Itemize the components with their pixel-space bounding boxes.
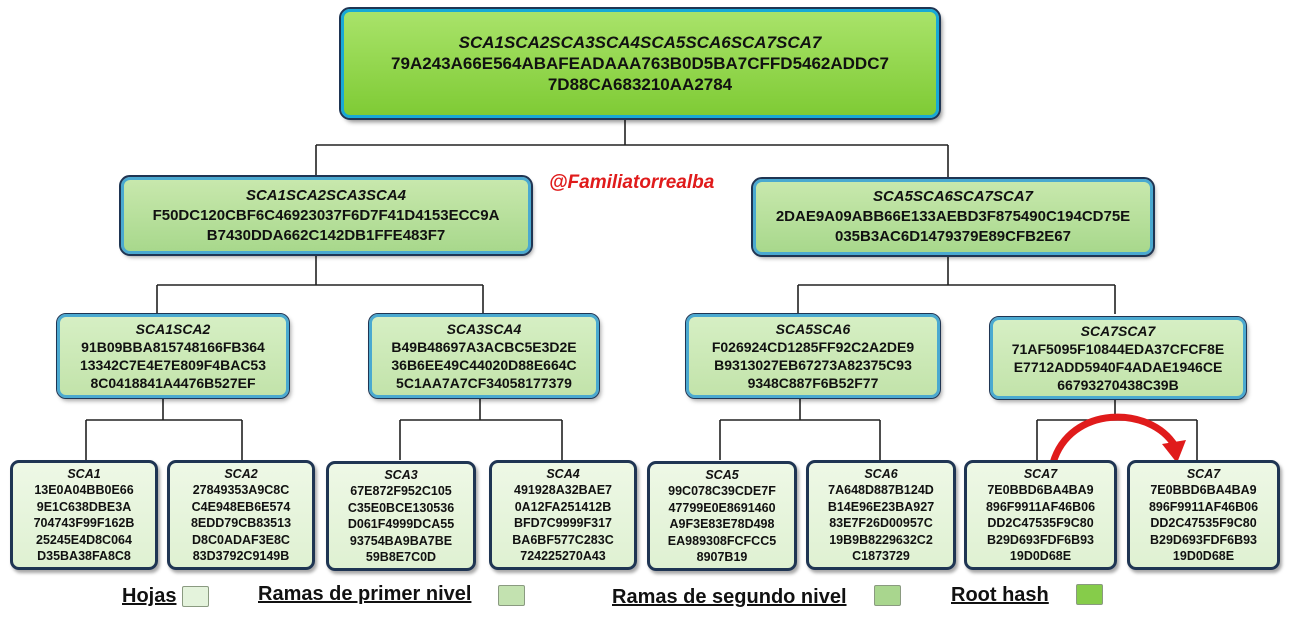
leaf-title: SCA7 <box>1023 466 1058 481</box>
legend-label-second-level: Ramas de segundo nivel <box>612 586 847 608</box>
branch-title: SCA3SCA4 <box>446 321 522 337</box>
legend-label-hojas: Hojas <box>122 585 177 607</box>
branch-hash-line: 36B6EE49C44020D88E664C <box>391 357 577 373</box>
leaf-hash-line: 19B9B8229632C2 <box>829 532 933 547</box>
root-hash-node: SCA1SCA2SCA3SCA4SCA5SCA6SCA7SCA7 79A243A… <box>339 7 941 120</box>
leaf-hash-line: C35E0BCE130536 <box>347 500 455 515</box>
leaf-node-duplicate: SCA7 7E0BBD6BA4BA9 896F9911AF46B06 DD2C4… <box>1127 460 1280 570</box>
leaf-hash-line: 83E7F26D00957C <box>829 516 933 530</box>
branch-title: SCA5SCA6SCA7SCA7 <box>872 188 1034 205</box>
leaf-hash-line: 7E0BBD6BA4BA9 <box>987 483 1094 497</box>
leaf-hash-line: 99C078C39CDE7F <box>668 484 776 498</box>
root-hash-line: 79A243A66E564ABAFEADAAA763B0D5BA7CFFD546… <box>391 54 889 73</box>
leaf-node: SCA4 491928A32BAE7 0A12FA251412B BFD7C99… <box>489 460 637 570</box>
branch-hash-line: 66793270438C39B <box>1057 377 1179 393</box>
leaf-node: SCA1 13E0A04BB0E66 9E1C638DBE3A 704743F9… <box>10 460 158 570</box>
leaf-hash-line: 8EDD79CB83513 <box>190 516 292 530</box>
leaf-hash-line: D8C0ADAF3E8C <box>192 532 290 547</box>
leaf-hash-line: D35BA38FA8C8 <box>37 549 131 563</box>
leaf-hash-line: 7E0BBD6BA4BA9 <box>1150 483 1257 497</box>
branch-hash-line: 13342C7E4E7E809F4BAC53 <box>79 357 266 373</box>
branch-hash-line: F50DC120CBF6C46923037F6D7F41D4153ECC9A <box>152 206 500 224</box>
branch-hash-line: 2DAE9A09ABB66E133AEBD3F875490C194CD75E <box>775 208 1131 225</box>
legend-swatch-root-hash <box>1076 584 1103 605</box>
legend-swatch-hojas <box>182 586 209 607</box>
leaf-hash-line: C4E948EB6E574 <box>191 499 291 514</box>
leaf-node: SCA5 99C078C39CDE7F 47799E0E8691460 A9F3… <box>647 461 797 571</box>
branch-hash-line: E7712ADD5940F4ADAE1946CE <box>1013 359 1223 375</box>
duplicate-arrow-icon <box>1049 413 1186 467</box>
leaf-hash-line: 13E0A04BB0E66 <box>34 483 134 497</box>
leaf-hash-line: 25245E4D8C064 <box>36 532 132 547</box>
legend-label-root-hash: Root hash <box>951 584 1049 606</box>
leaf-node: SCA3 67E872F952C105 C35E0BCE130536 D061F… <box>326 461 476 571</box>
leaf-hash-line: 47799E0E8691460 <box>668 500 776 515</box>
leaf-hash-line: BA6BF577C283C <box>512 532 614 547</box>
leaf-node: SCA6 7A648D887B124D B14E96E23BA927 83E7F… <box>806 460 956 570</box>
leaf-title: SCA2 <box>224 466 258 481</box>
first-level-branch: SCA5SCA6SCA7SCA7 2DAE9A09ABB66E133AEBD3F… <box>751 177 1155 257</box>
leaf-hash-line: 8907B19 <box>696 550 748 564</box>
leaf-hash-line: 9E1C638DBE3A <box>36 499 132 514</box>
leaf-hash-line: 724225270A43 <box>520 549 606 563</box>
branch-title: SCA5SCA6 <box>775 321 851 337</box>
branch-hash-line: 035B3AC6D1479379E89CFB2E67 <box>835 228 1071 245</box>
leaf-hash-line: A9F3E83E78D498 <box>669 517 775 531</box>
leaf-hash-line: C1873729 <box>852 549 910 563</box>
second-level-branch: SCA1SCA2 91B09BBA815748166FB364 13342C7E… <box>56 313 290 399</box>
legend-swatch-first-level <box>498 585 525 606</box>
leaf-hash-line: 896F9911AF46B06 <box>985 499 1096 514</box>
leaf-title: SCA3 <box>384 467 418 482</box>
second-level-branch: SCA3SCA4 B49B48697A3ACBC5E3D2E 36B6EE49C… <box>368 313 600 399</box>
branch-title: SCA1SCA2 <box>135 321 211 337</box>
root-hash-line: 7D88CA683210AA2784 <box>547 75 733 94</box>
leaf-hash-line: 7A648D887B124D <box>828 483 934 497</box>
leaf-hash-line: 27849353A9C8C <box>192 483 290 497</box>
leaf-hash-line: 93754BA9BA7BE <box>349 533 453 548</box>
leaf-hash-line: 67E872F952C105 <box>350 484 452 498</box>
leaf-title: SCA5 <box>705 467 739 482</box>
leaf-title: SCA1 <box>67 466 101 481</box>
leaf-hash-line: 896F9911AF46B06 <box>1148 499 1259 514</box>
leaf-hash-line: 491928A32BAE7 <box>514 483 612 497</box>
leaf-hash-line: EA989308FCFCC5 <box>667 533 777 548</box>
branch-hash-line: 91B09BBA815748166FB364 <box>81 339 265 355</box>
leaf-hash-line: 19D0D68E <box>1172 549 1235 563</box>
leaf-hash-line: D061F4999DCA55 <box>347 517 455 531</box>
root-title: SCA1SCA2SCA3SCA4SCA5SCA6SCA7SCA7 <box>458 33 822 52</box>
leaf-hash-line: 0A12FA251412B <box>514 499 612 514</box>
branch-hash-line: F026924CD1285FF92C2A2DE9 <box>711 339 915 355</box>
watermark: @Familiatorrealba <box>549 172 715 193</box>
leaf-hash-line: 19D0D68E <box>1009 549 1072 563</box>
legend-label-first-level: Ramas de primer nivel <box>258 583 472 605</box>
branch-hash-line: B9313027EB67273A82375C93 <box>714 357 912 373</box>
leaf-hash-line: DD2C47535F9C80 <box>1150 516 1257 530</box>
branch-hash-line: B7430DDA662C142DB1FFE483F7 <box>206 226 446 244</box>
leaf-title: SCA6 <box>864 466 898 481</box>
leaf-hash-line: 704743F99F162B <box>33 516 135 530</box>
leaf-node: SCA7 7E0BBD6BA4BA9 896F9911AF46B06 DD2C4… <box>964 460 1117 570</box>
second-level-branch: SCA5SCA6 F026924CD1285FF92C2A2DE9 B93130… <box>685 313 941 399</box>
branch-hash-line: 5C1AA7A7CF34058177379 <box>396 375 572 391</box>
branch-title: SCA1SCA2SCA3SCA4 <box>245 186 407 204</box>
leaf-hash-line: DD2C47535F9C80 <box>987 516 1094 530</box>
branch-hash-line: 9348C887F6B52F77 <box>747 375 879 391</box>
leaf-node: SCA2 27849353A9C8C C4E948EB6E574 8EDD79C… <box>167 460 315 570</box>
second-level-branch: SCA7SCA7 71AF5095F10844EDA37CFCF8E E7712… <box>989 316 1247 400</box>
legend-swatch-second-level <box>874 585 901 606</box>
leaf-hash-line: BFD7C9999F317 <box>514 516 612 530</box>
branch-hash-line: 71AF5095F10844EDA37CFCF8E <box>1011 341 1225 357</box>
first-level-branch: SCA1SCA2SCA3SCA4 F50DC120CBF6C46923037F6… <box>119 175 533 256</box>
branch-title: SCA7SCA7 <box>1080 323 1156 339</box>
leaf-title: SCA7 <box>1186 466 1221 481</box>
leaf-hash-line: B29D693FDF6B93 <box>1150 532 1257 547</box>
leaf-hash-line: 83D3792C9149B <box>192 549 290 563</box>
branch-hash-line: B49B48697A3ACBC5E3D2E <box>391 339 577 355</box>
leaf-hash-line: 59B8E7C0D <box>365 550 437 564</box>
leaf-hash-line: B29D693FDF6B93 <box>987 532 1094 547</box>
leaf-hash-line: B14E96E23BA927 <box>827 499 935 514</box>
branch-hash-line: 8C0418841A4476B527EF <box>90 375 256 391</box>
leaf-title: SCA4 <box>546 466 580 481</box>
